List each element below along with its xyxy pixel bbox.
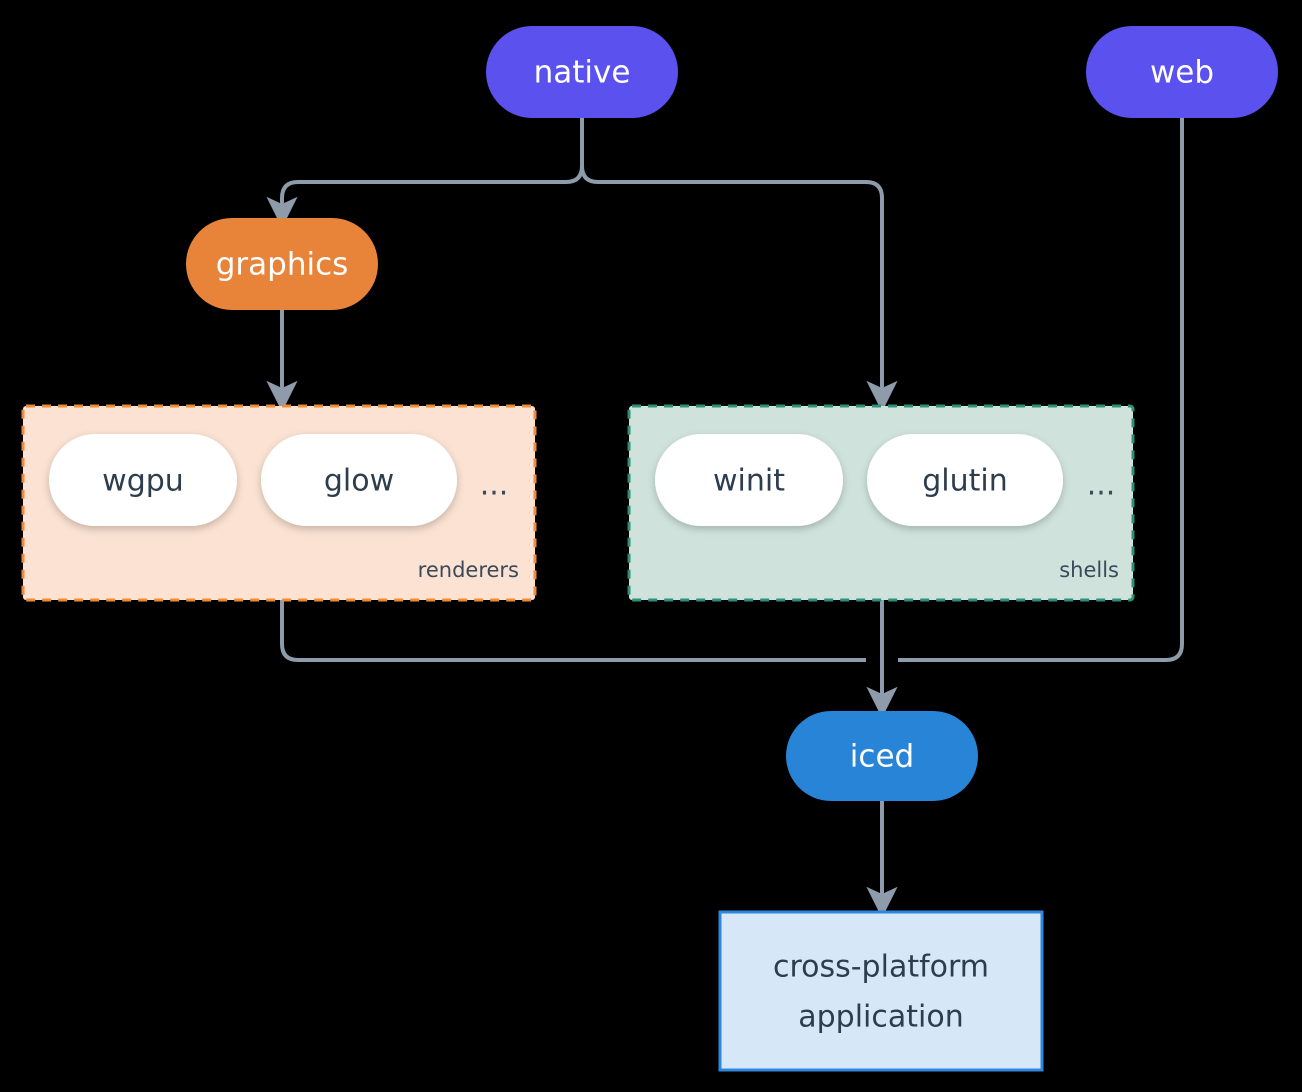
edge-native-to-shells [580,118,898,413]
node-iced-shape[interactable] [786,711,978,801]
node-application-label-line2: application [798,1000,963,1035]
node-application-shape[interactable] [718,910,1044,1072]
renderers-ellipsis: ... [480,468,509,503]
node-native[interactable]: native [486,26,678,118]
node-native-shape[interactable] [486,26,678,118]
node-web[interactable]: web [1086,26,1278,118]
edge-web-to-iced [898,118,1184,662]
shell-item-glutin-label: glutin [922,464,1008,499]
edge-renderers-to-iced [280,600,866,662]
renderer-item-wgpu[interactable]: wgpu [49,434,237,526]
node-application[interactable]: cross-platform application [718,910,1044,1072]
node-graphics[interactable]: graphics [186,218,378,310]
shells-caption: shells [1059,558,1119,582]
renderer-item-glow-pill[interactable] [261,434,457,526]
node-web-shape[interactable] [1086,26,1278,118]
node-iced-label: iced [850,739,914,775]
renderers-caption: renderers [418,558,519,582]
group-shells: winit glutin ... shells [627,404,1135,602]
shells-ellipsis: ... [1087,468,1116,503]
shell-item-winit[interactable]: winit [655,434,843,526]
node-graphics-label: graphics [216,247,349,283]
renderer-item-glow-label: glow [324,464,394,499]
node-application-label-line1: cross-platform [773,950,989,985]
shell-item-winit-pill[interactable] [655,434,843,526]
node-iced[interactable]: iced [786,711,978,801]
edge-layer [266,118,1184,919]
renderer-item-wgpu-label: wgpu [102,464,184,499]
renderer-item-wgpu-pill[interactable] [49,434,237,526]
group-renderers: wgpu glow ... renderers [21,404,537,602]
renderer-item-glow[interactable]: glow [261,434,457,526]
edge-native-to-graphics [266,118,584,229]
shell-item-winit-label: winit [713,464,785,499]
node-graphics-shape[interactable] [186,218,378,310]
shell-item-glutin[interactable]: glutin [867,434,1063,526]
node-native-label: native [534,55,631,91]
shell-item-glutin-pill[interactable] [867,434,1063,526]
node-web-label: web [1150,55,1214,91]
